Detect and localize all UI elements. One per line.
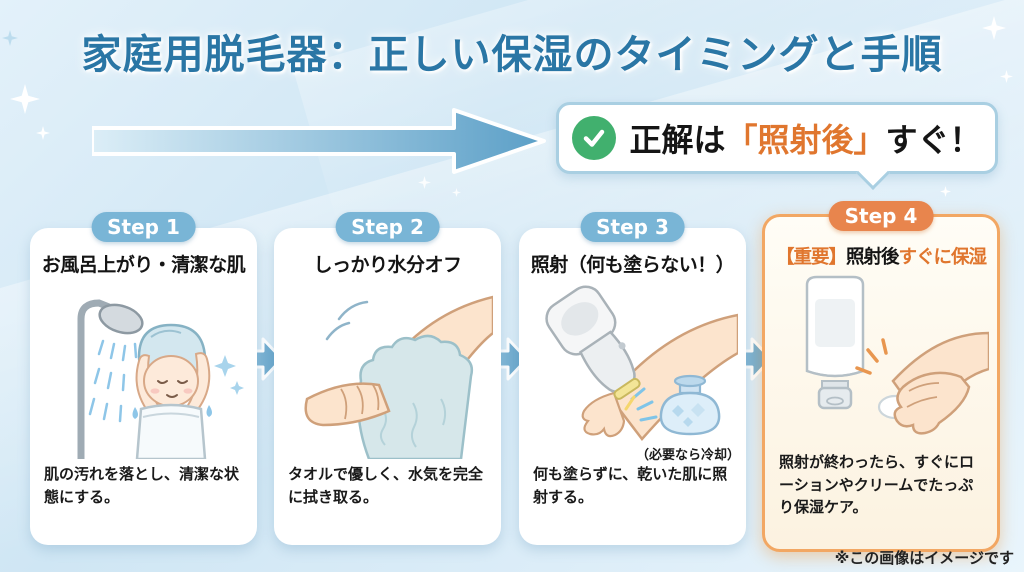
step-4-illustration [765, 269, 997, 451]
moisturizing-arm-illustration [805, 275, 989, 435]
step-1-title: お風呂上がり・清潔な肌 [41, 254, 246, 276]
step-1-description: 肌の汚れを落とし、清潔な状態にする。 [44, 465, 240, 506]
flash-lines [624, 387, 657, 422]
check-circle-icon [572, 116, 617, 160]
sparkle-icon [940, 186, 951, 197]
step-4-badge: Step 4 [828, 201, 934, 231]
woman [132, 323, 244, 459]
answer-bubble: 正解は「照射後」すぐ！ [556, 102, 998, 190]
step-4-description: 照射が終わったら、すぐにローションやクリームでたっぷり保湿ケア。 [779, 453, 975, 516]
step-card-1: Step 1 お風呂上がり・清潔な肌 [30, 212, 257, 545]
woman-showering-illustration [77, 299, 244, 459]
step-card-2: Step 2 しっかり水分オフ [274, 212, 501, 545]
step-2-badge: Step 2 [335, 212, 440, 242]
step-1-badge: Step 1 [91, 212, 196, 242]
footer-disclaimer: ※この画像はイメージです [834, 549, 1014, 567]
step-card-3: Step 3 照射（何も塗らない！） [519, 212, 746, 545]
step-3-description: 何も塗らずに、乾いた肌に照射する。 [533, 465, 728, 506]
step-3-illustration: （必要なら冷却） [519, 277, 746, 463]
sparkle-icon [452, 188, 461, 197]
step-card-4: Step 4 【重要】照射後すぐに保湿 [762, 201, 1000, 552]
step-1-illustration [30, 277, 257, 463]
step-2-description: タオルで優しく、水気を完全に拭き取る。 [288, 465, 484, 506]
sparkle-icon [36, 126, 50, 140]
emphasis-marks [855, 338, 888, 375]
page-title: 家庭用脱毛器：正しい保湿のタイミングと手順 [81, 32, 943, 78]
applying-hand [893, 371, 971, 435]
lotion-tube [805, 275, 865, 410]
step-3-title: 照射（何も塗らない！） [530, 254, 735, 276]
shower [77, 299, 144, 459]
ipl-device [544, 285, 641, 400]
towel [356, 334, 473, 459]
ipl-device-on-arm-illustration [544, 285, 738, 441]
hand [304, 382, 391, 427]
bubble-tail [856, 156, 890, 190]
sparkle-icon [418, 176, 431, 189]
step-2-illustration [274, 277, 501, 463]
sparkle-icon [10, 84, 40, 114]
cooling-note: （必要なら冷却） [635, 448, 740, 463]
step-3-badge: Step 3 [580, 212, 685, 242]
big-right-arrow-icon [92, 108, 546, 174]
motion-lines [325, 300, 368, 341]
step-4-title: 【重要】照射後すぐに保湿 [775, 247, 987, 268]
ice-bag [659, 374, 720, 436]
answer-text: 正解は「照射後」すぐ！ [629, 121, 982, 159]
towel-drying-arm-illustration [304, 295, 493, 459]
step-2-title: しっかり水分オフ [313, 254, 462, 276]
